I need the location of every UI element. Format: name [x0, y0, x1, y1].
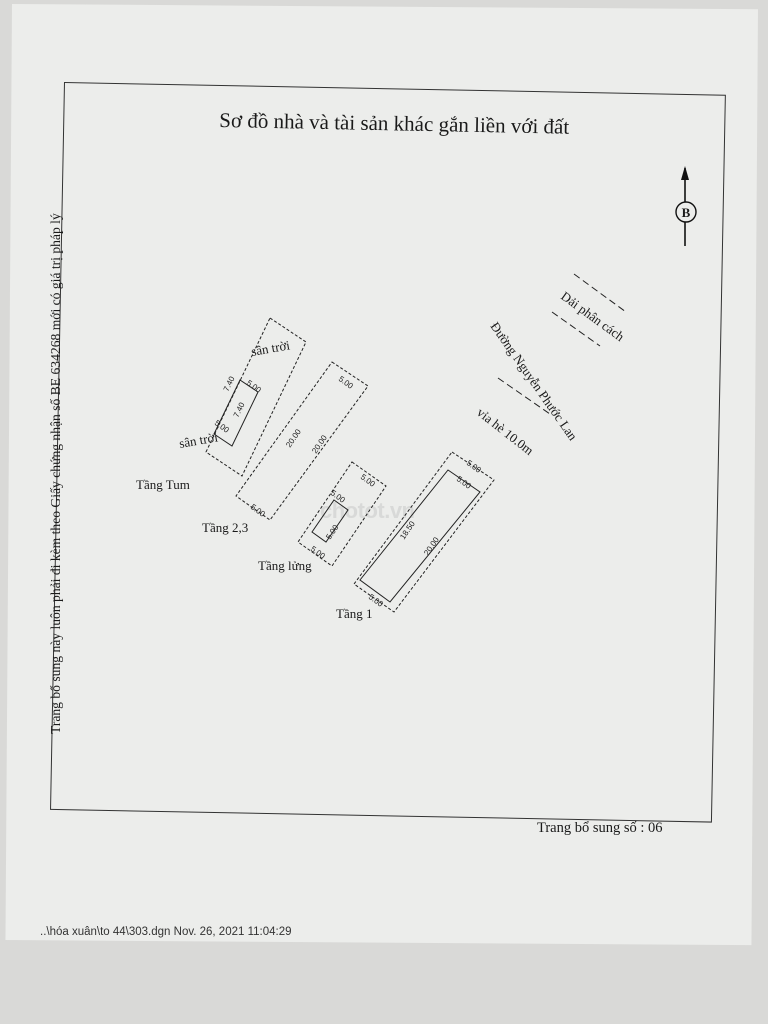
tum-terrace-bottom: sân trời [178, 429, 219, 451]
f1-dim-2: 5.00 [455, 474, 473, 491]
f1-dim-1: 5.00 [465, 458, 483, 475]
tum-dim-3: 7.40 [232, 400, 247, 418]
north-label: B [682, 205, 691, 220]
sidewalk-label: vỉa hè 10.0m [474, 405, 536, 458]
floor-1-label: Tầng 1 [336, 606, 372, 621]
floor-23-outline [235, 361, 369, 521]
floor-tum-outline [205, 317, 307, 477]
f23-dim-2: 20.00 [284, 427, 303, 449]
floor-1-outline [353, 451, 495, 613]
f23-dim-1: 5.00 [337, 374, 355, 391]
f23-dim-3: 20.00 [310, 433, 329, 455]
watermark-text: chotot.vn [320, 498, 415, 523]
f1-dim-3: 18.50 [398, 519, 417, 541]
floor-mezzanine-label: Tầng lửng [258, 558, 312, 573]
floor-tum-label: Tầng Tum [136, 477, 190, 492]
median-label: Dải phân cách [558, 288, 627, 344]
road-median-lines [497, 273, 627, 415]
supplement-page-number: Trang bổ sung số : 06 [537, 820, 663, 836]
file-footer: ..\hóa xuân\to 44\303.dgn Nov. 26, 2021 … [40, 926, 292, 938]
north-arrow-icon [675, 166, 697, 246]
floor-mezzanine-outline [297, 461, 387, 567]
mez-dim-1: 5.00 [359, 472, 377, 489]
tum-dim-2: 5.00 [245, 378, 263, 395]
floor-23-label: Tầng 2,3 [202, 520, 248, 535]
tum-terrace-top: sân trời [250, 337, 291, 359]
mez-dim-3: 5.00 [324, 523, 340, 541]
